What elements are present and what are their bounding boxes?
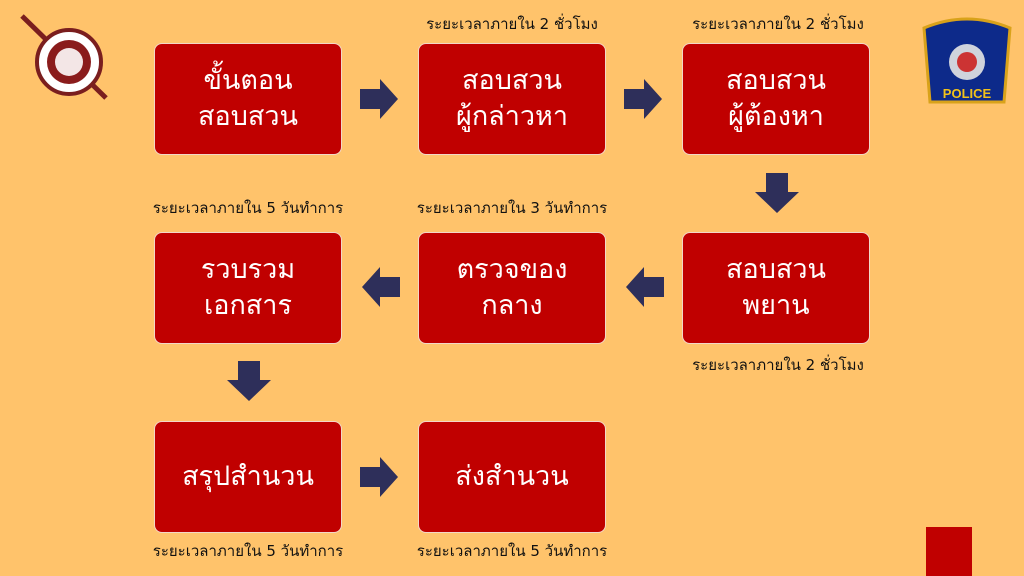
step-duration-caption: ระยะเวลาภายใน 2 ชั่วโมง — [426, 15, 598, 33]
arrow-down-icon — [755, 173, 799, 213]
step-collect-documents: รวบรวม เอกสาร — [154, 232, 342, 344]
provincial-police-badge-logo: POLICE — [922, 17, 1012, 104]
step-duration-caption: ระยะเวลาภายใน 5 วันทำการ — [152, 542, 344, 560]
step-submit-case: ส่งสำนวน — [418, 421, 606, 533]
arrow-right-icon — [360, 457, 398, 497]
arrow-down-icon — [227, 361, 271, 401]
step-question-accuser: สอบสวน ผู้กล่าวหา — [418, 43, 606, 155]
step-duration-caption: ระยะเวลาภายใน 3 วันทำการ — [416, 199, 608, 217]
arrow-left-icon — [362, 267, 400, 307]
step-duration-caption: ระยะเวลาภายใน 5 วันทำการ — [152, 199, 344, 217]
step-duration-caption: ระยะเวลาภายใน 5 วันทำการ — [416, 542, 608, 560]
step-question-witness: สอบสวน พยาน — [682, 232, 870, 344]
step-duration-caption: ระยะเวลาภายใน 2 ชั่วโมง — [692, 15, 864, 33]
step-duration-caption: ระยะเวลาภายใน 2 ชั่วโมง — [692, 356, 864, 374]
arrow-right-icon — [360, 79, 398, 119]
arrow-left-icon — [626, 267, 664, 307]
decorative-red-square — [926, 527, 972, 576]
police-station-logo — [20, 14, 108, 100]
svg-text:POLICE: POLICE — [943, 86, 992, 101]
step-summarize-case: สรุปสำนวน — [154, 421, 342, 533]
step-question-suspect: สอบสวน ผู้ต้องหา — [682, 43, 870, 155]
step-investigation-procedure: ขั้นตอน สอบสวน — [154, 43, 342, 155]
arrow-right-icon — [624, 79, 662, 119]
step-inspect-evidence: ตรวจของ กลาง — [418, 232, 606, 344]
